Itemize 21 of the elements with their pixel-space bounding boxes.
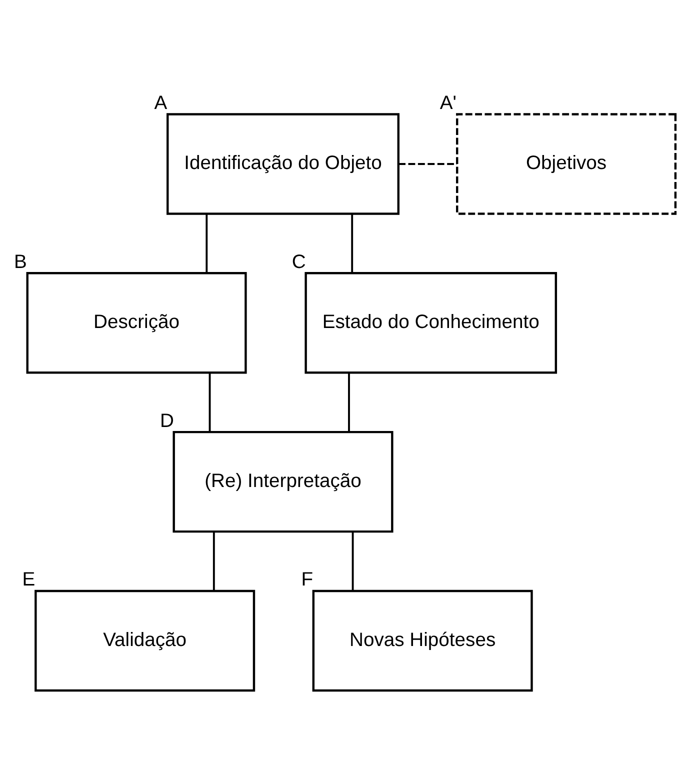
node-label: D (160, 410, 174, 432)
node-box: Novas Hipóteses (312, 590, 533, 692)
node-box: Validação (34, 590, 256, 692)
node-label: A (154, 92, 168, 114)
node-label: E (22, 568, 36, 591)
node-box: Estado do Conhecimento (304, 272, 558, 374)
connector (208, 372, 211, 432)
connector (206, 214, 208, 273)
node-label: A' (440, 92, 456, 114)
node-label: B (14, 250, 27, 273)
node-box: Objetivos (456, 113, 677, 215)
node-box: (Re) Interpretação (172, 430, 394, 533)
connector (352, 532, 354, 590)
node-box: Identificação do Objeto (166, 113, 400, 215)
connector (351, 214, 354, 273)
node-label: C (292, 250, 306, 273)
connector (398, 163, 457, 165)
connector (212, 532, 215, 590)
connector (348, 372, 350, 432)
node-box: Descrição (26, 272, 247, 374)
node-label: F (301, 568, 314, 591)
